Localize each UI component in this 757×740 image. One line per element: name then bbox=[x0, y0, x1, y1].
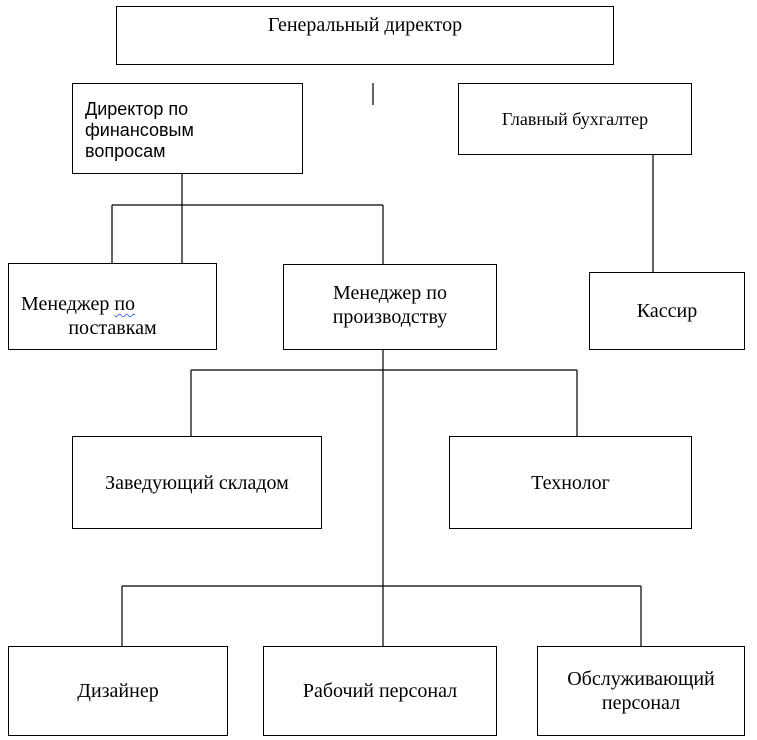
label-supply-manager-word-1: Менеджер bbox=[21, 293, 110, 315]
label-technologist: Технолог bbox=[531, 471, 610, 494]
box-technologist: Технолог bbox=[449, 436, 692, 529]
label-chief-accountant: Главный бухгалтер bbox=[501, 109, 649, 129]
box-financial-director: Директор по финансовым вопросам bbox=[72, 83, 303, 174]
box-chief-accountant: Главный бухгалтер bbox=[458, 83, 692, 155]
box-workers: Рабочий персонал bbox=[263, 646, 497, 736]
box-cashier: Кассир bbox=[589, 272, 745, 350]
box-service-staff: Обслуживающий персонал bbox=[537, 646, 745, 736]
label-designer: Дизайнер bbox=[77, 680, 159, 702]
label-financial-director-line-2: финансовым bbox=[85, 120, 194, 140]
label-supply-manager-word-2: по bbox=[114, 293, 136, 315]
label-production-manager-line-2: производству bbox=[332, 306, 448, 328]
box-warehouse-head: Заведующий складом bbox=[72, 436, 322, 529]
box-designer: Дизайнер bbox=[8, 646, 228, 736]
label-service-staff-line-2: персонал bbox=[601, 692, 681, 714]
label-supply-manager-line-1: Менеджер по bbox=[9, 292, 216, 316]
box-general-director: Генеральный директор bbox=[116, 6, 614, 65]
box-production-manager: Менеджер по производству bbox=[283, 264, 497, 350]
label-cashier: Кассир bbox=[636, 300, 698, 322]
box-supply-manager: Менеджер по поставкам bbox=[8, 263, 217, 350]
label-warehouse-head: Заведующий складом bbox=[105, 471, 289, 494]
label-financial-director-line-3: вопросам bbox=[85, 141, 166, 161]
label-workers: Рабочий персонал bbox=[302, 680, 458, 702]
label-financial-director-line-1: Директор по bbox=[85, 99, 189, 119]
label-service-staff-line-1: Обслуживающий bbox=[567, 668, 715, 690]
label-production-manager-line-1: Менеджер по bbox=[332, 282, 448, 304]
label-general-director: Генеральный директор bbox=[267, 14, 463, 36]
label-supply-manager-line-2: поставкам bbox=[68, 317, 157, 339]
